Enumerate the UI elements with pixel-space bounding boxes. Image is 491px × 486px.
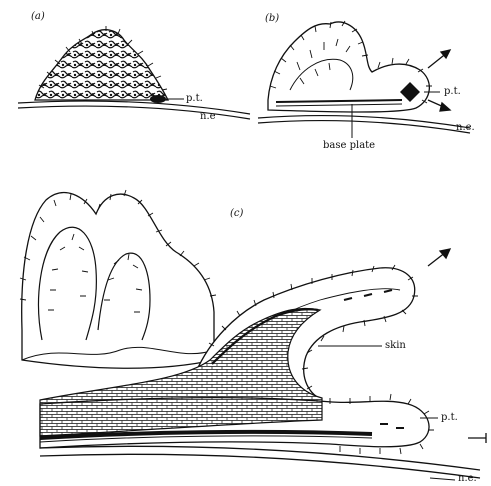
panel-b-pt-label: p.t.: [444, 87, 461, 97]
panel-c-ectoderm-outer: [40, 446, 480, 470]
panel-a-mound: [35, 30, 168, 100]
panel-b-ectoderm-inner: [258, 121, 470, 133]
panel-a-pt-label: p.t.: [186, 94, 203, 104]
panel-a-label: (a): [31, 12, 45, 22]
panel-c-pt-label: p.t.: [441, 413, 458, 423]
panel-c-skin-label: skin: [385, 341, 406, 351]
panel-b: [258, 21, 470, 138]
panel-c-ne-label: n.e.: [458, 474, 477, 484]
panel-c-arrow-up: [428, 249, 450, 266]
panel-b-ne-label: n.e.: [456, 123, 475, 133]
panel-b-arrow-right: [428, 100, 450, 111]
panel-c: [20, 190, 486, 480]
panel-b-arrow-up: [428, 50, 450, 68]
panel-a-placode: [150, 95, 166, 103]
panel-b-label: (b): [265, 14, 279, 24]
panel-c-fold-outer: [22, 193, 214, 369]
panel-c-dashes-lower: [380, 424, 404, 428]
panel-c-ne-leader: [430, 478, 455, 480]
panel-c-arrow-right: [468, 433, 486, 443]
panel-c-label: (c): [230, 209, 243, 219]
panel-c-ectoderm-inner: [40, 454, 480, 478]
panel-b-base-plate-label: base plate: [323, 141, 375, 151]
panel-a: [18, 26, 250, 119]
panel-b-bud-outline: [268, 22, 429, 112]
panel-a-ne-label: n.e: [200, 112, 216, 122]
